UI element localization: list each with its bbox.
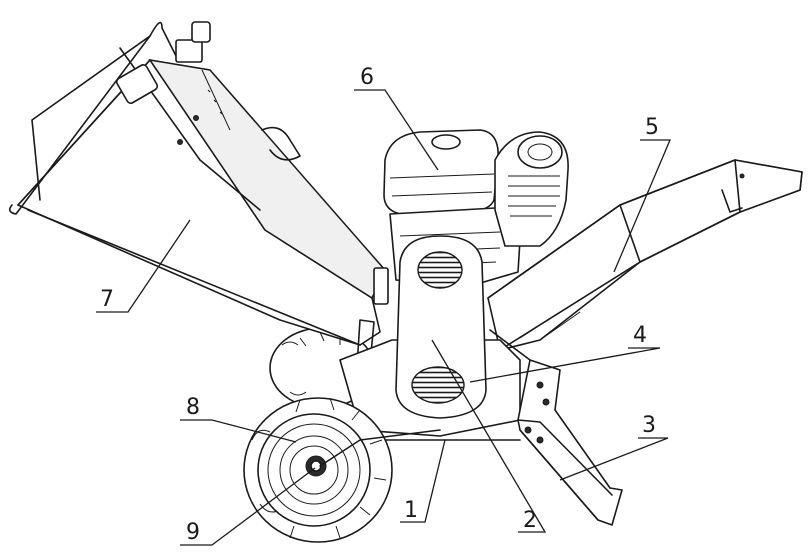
leader-lines: [96, 89, 671, 546]
discharge-chute: [487, 159, 803, 351]
leader-6: [354, 89, 439, 171]
leader-2: [431, 339, 547, 533]
front-wheel: [243, 397, 441, 543]
callout-2: 2: [523, 508, 537, 533]
belt-cover: [395, 235, 487, 419]
callout-8: 8: [186, 395, 200, 420]
callout-9: 9: [186, 520, 200, 545]
callout-1: 1: [404, 498, 418, 523]
callout-5: 5: [645, 115, 659, 140]
leader-3: [559, 437, 669, 481]
leader-7: [96, 219, 191, 313]
leader-4: [469, 347, 661, 383]
callout-4: 4: [633, 323, 647, 348]
leader-8: [180, 419, 297, 443]
callout-7: 7: [100, 287, 114, 312]
leader-9: [180, 467, 316, 546]
callout-labels: 1 2 3 4 5 6 7 8 9: [100, 65, 659, 545]
support-stand: [517, 359, 623, 526]
callout-3: 3: [642, 413, 656, 438]
feed-hopper: [8, 21, 389, 386]
leader-1: [400, 439, 446, 523]
callout-6: 6: [360, 65, 374, 90]
leader-5: [613, 139, 671, 273]
